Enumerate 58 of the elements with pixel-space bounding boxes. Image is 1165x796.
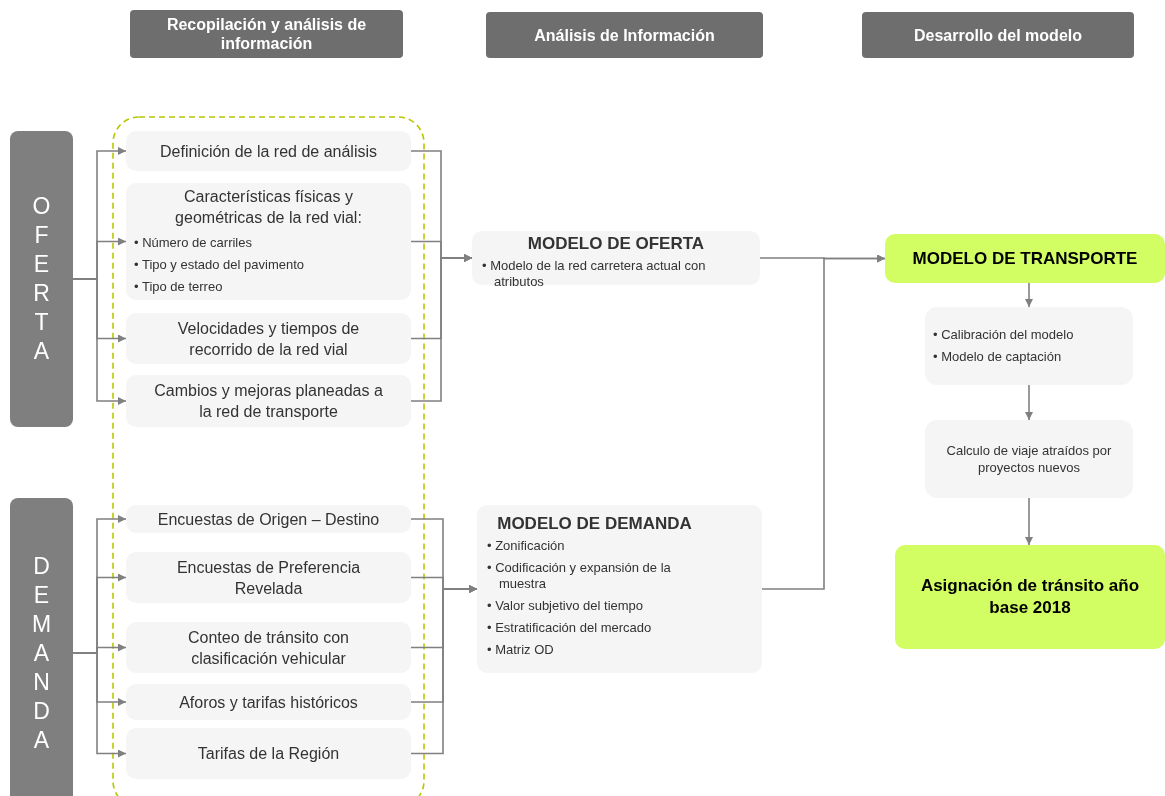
result-box xyxy=(885,234,1165,283)
vertical-label: OFERTA xyxy=(31,192,52,366)
box-text: Tarifas de la Región xyxy=(197,744,340,764)
process-box xyxy=(126,622,411,673)
stage-header xyxy=(486,12,763,58)
bullet-item: • Valor subjetivo del tiempo xyxy=(487,598,645,614)
box-text: Aforos y tarifas históricos xyxy=(179,692,358,713)
category-bar xyxy=(10,131,73,427)
bullet-item: • Estratificación del mercado xyxy=(487,620,653,636)
bullet-item: • Codificación y expansión de la muestra xyxy=(487,560,672,592)
process-box xyxy=(126,313,411,364)
connector-arrow xyxy=(410,585,478,755)
connector-arrow xyxy=(1025,384,1033,421)
process-box xyxy=(126,728,411,779)
bullet-item: • Matriz OD xyxy=(487,642,555,658)
connector-arrow xyxy=(1025,497,1033,546)
stage-header xyxy=(130,10,403,58)
process-box xyxy=(126,131,411,171)
connector-arrow xyxy=(761,254,886,590)
bullet-item: • Tipo y estado del pavimento xyxy=(134,256,306,273)
bullet-item: • Modelo de captación xyxy=(933,349,1063,365)
header-text: Desarrollo del modelo xyxy=(913,25,1082,45)
box-text: Asignación de tránsito año base 2018 xyxy=(919,575,1141,619)
stage-header xyxy=(862,12,1134,58)
box-text: Calculo de viaje atraídos por proyectos nuevos xyxy=(945,442,1113,476)
bullet-item: • Zonificación xyxy=(487,538,566,554)
model-box xyxy=(477,505,762,673)
box-title: MODELO DE OFERTA xyxy=(526,233,706,255)
header-text: Recopilación y análisis de información xyxy=(165,15,368,53)
box-text: Encuestas de Origen – Destino xyxy=(157,509,380,530)
connector-arrow xyxy=(410,254,473,402)
header-text: Análisis de Información xyxy=(534,25,715,45)
box-text: Cambios y mejoras planeadas a la red de transporte xyxy=(153,381,384,422)
connector-arrow xyxy=(1025,282,1033,308)
box-title: MODELO DE DEMANDA xyxy=(496,513,693,535)
box-text: Velocidades y tiempos de recorrido de la red vial xyxy=(176,318,361,360)
model-box xyxy=(472,231,760,285)
bullet-item: • Número de carriles xyxy=(134,234,253,251)
bullet-item: • Modelo de la red carretera actual con atributos xyxy=(482,258,707,290)
process-box xyxy=(925,307,1133,385)
bullet-item: • Calibración del modelo xyxy=(933,327,1075,343)
vertical-label: DEMANDA xyxy=(30,551,53,755)
box-text: Características físicas y geométricas de la red vial: xyxy=(174,186,363,228)
bullet-item: • Tipo de terreo xyxy=(134,278,224,295)
process-box xyxy=(925,420,1133,498)
category-bar xyxy=(10,498,73,796)
box-text: Definición de la red de análisis xyxy=(160,141,377,162)
connector-arrow xyxy=(72,652,127,758)
box-text: Encuestas de Preferencia Revelada xyxy=(175,557,362,599)
process-box xyxy=(126,183,411,300)
process-box xyxy=(126,552,411,603)
process-box xyxy=(126,375,411,427)
box-text: MODELO DE TRANSPORTE xyxy=(912,247,1138,270)
process-box xyxy=(126,684,411,720)
connector-arrow xyxy=(72,278,127,405)
box-text: Conteo de tránsito con clasificación vehicular xyxy=(187,627,350,669)
result-box xyxy=(895,545,1165,649)
process-box xyxy=(126,505,411,533)
